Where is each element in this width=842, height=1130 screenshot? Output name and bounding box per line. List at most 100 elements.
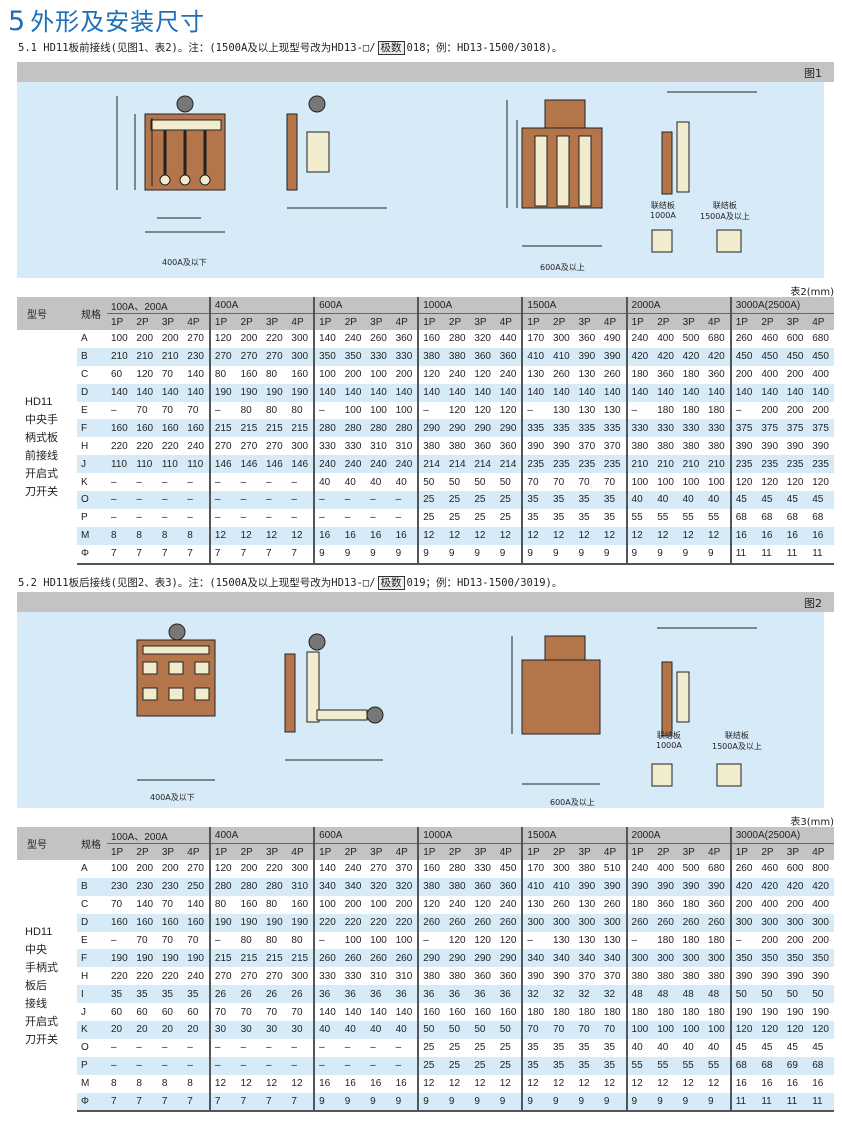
- cell-value: 330: [678, 419, 705, 438]
- caption-400a-below: 400A及以下: [150, 793, 195, 802]
- cell-value: 9: [574, 1092, 600, 1113]
- cell-value: 100: [625, 1021, 654, 1039]
- cell-value: 120: [417, 895, 445, 914]
- figure2-band: 图2: [17, 592, 834, 612]
- cell-value: 7: [132, 1092, 158, 1113]
- cell-value: 25: [417, 1038, 445, 1057]
- cell-value: 120: [417, 365, 445, 384]
- cell-value: 70: [521, 1021, 550, 1039]
- cell-value: 12: [417, 526, 445, 545]
- cell-value: 16: [370, 1078, 382, 1090]
- cell-value: 260: [729, 860, 758, 878]
- cell-value: 16: [391, 526, 419, 545]
- cell-value: 9: [521, 1092, 550, 1113]
- cell-value: 12: [682, 1078, 694, 1090]
- cell-value: 140: [370, 1006, 387, 1018]
- cell-value: 36: [313, 985, 341, 1004]
- cell-value: 9: [391, 1092, 419, 1113]
- cell-value: 16: [313, 1074, 341, 1093]
- cell-value: 110: [107, 455, 133, 474]
- cell-value: 214: [470, 455, 496, 474]
- header-pole: 1P: [417, 843, 445, 860]
- cell-value: 450: [757, 347, 783, 366]
- cell-value: 16: [340, 526, 367, 545]
- cell-value: –: [208, 401, 237, 420]
- cell-value: 35: [578, 1042, 590, 1054]
- cell-value: 40: [678, 491, 705, 509]
- cell-value: 160: [240, 369, 258, 381]
- cell-value: 380: [625, 967, 654, 986]
- cell-value: 7: [262, 1092, 288, 1113]
- cell-value: 70: [603, 476, 616, 488]
- cell-value: 120: [474, 405, 491, 416]
- cell-value: 45: [729, 1038, 758, 1057]
- header-pole: 3P: [157, 843, 184, 860]
- cell-value: 100: [111, 333, 128, 345]
- header-group: 2000A: [625, 297, 731, 314]
- cell-value: 214: [417, 455, 445, 474]
- caption-plate-1500a: 联结板 1500A及以上: [712, 731, 762, 751]
- cell-value: 68: [786, 512, 798, 524]
- cell-value: 68: [729, 508, 758, 527]
- cell-value: 300: [549, 913, 575, 932]
- cell-value: 300: [287, 347, 315, 366]
- cell-value: 380: [708, 970, 725, 982]
- cell-value: 140: [625, 383, 654, 402]
- cell-value: 8: [161, 1078, 168, 1090]
- cell-value: 120: [786, 476, 804, 488]
- figure1-band: 图1: [17, 62, 834, 82]
- cell-value: 12: [603, 1078, 616, 1090]
- header-group: 100A、200A: [107, 827, 210, 844]
- cell-value: 215: [262, 949, 288, 968]
- cell-value: 32: [574, 985, 600, 1004]
- cell-value: 160: [107, 419, 133, 438]
- cell-value: 68: [761, 512, 773, 524]
- cell-value: –: [208, 931, 237, 950]
- cell-value: 9: [678, 1092, 705, 1113]
- cell-value: 120: [474, 369, 491, 381]
- cell-value: 130: [578, 899, 596, 911]
- cell-value: 180: [708, 1006, 725, 1018]
- cell-value: 235: [574, 455, 600, 474]
- cell-value: 420: [782, 877, 809, 896]
- cell-value: 210: [704, 455, 731, 474]
- header-pole: 1P: [521, 313, 550, 330]
- cell-value: 140: [729, 383, 758, 402]
- cell-value: –: [313, 1038, 341, 1057]
- cell-value: –: [111, 512, 117, 524]
- cell-value: 390: [553, 970, 570, 982]
- cell-value: 12: [470, 526, 496, 545]
- cell-value: –: [391, 491, 419, 509]
- cell-value: –: [287, 491, 315, 509]
- cell-value: 25: [448, 1042, 461, 1054]
- cell-value: 35: [521, 508, 550, 527]
- cell-value: –: [111, 405, 117, 416]
- cell-value: 140: [313, 330, 341, 348]
- cell-value: 120: [782, 1021, 809, 1039]
- header-group: 2000A: [625, 827, 731, 844]
- cell-value: 120: [448, 405, 466, 416]
- cell-value: 100: [395, 405, 413, 416]
- cell-value: 200: [729, 365, 758, 384]
- cell-value: 240: [187, 970, 204, 982]
- cell-value: 12: [262, 526, 288, 545]
- cell-value: 7: [208, 544, 237, 565]
- row-key: A: [81, 333, 88, 345]
- cell-value: –: [625, 401, 654, 420]
- cell-value: 80: [266, 405, 278, 416]
- cell-value: 25: [417, 508, 445, 527]
- cell-value: 300: [291, 440, 309, 452]
- cell-value: 340: [574, 949, 600, 968]
- header-pole: 3P: [574, 843, 600, 860]
- cell-value: 240: [344, 333, 362, 345]
- cell-value: 9: [549, 544, 575, 565]
- cell-value: 240: [187, 440, 204, 452]
- cell-value: 100: [657, 476, 674, 488]
- cell-value: 12: [448, 1078, 461, 1090]
- header-group: 600A: [313, 297, 419, 314]
- cell-value: 35: [599, 491, 627, 509]
- cell-value: 420: [653, 347, 679, 366]
